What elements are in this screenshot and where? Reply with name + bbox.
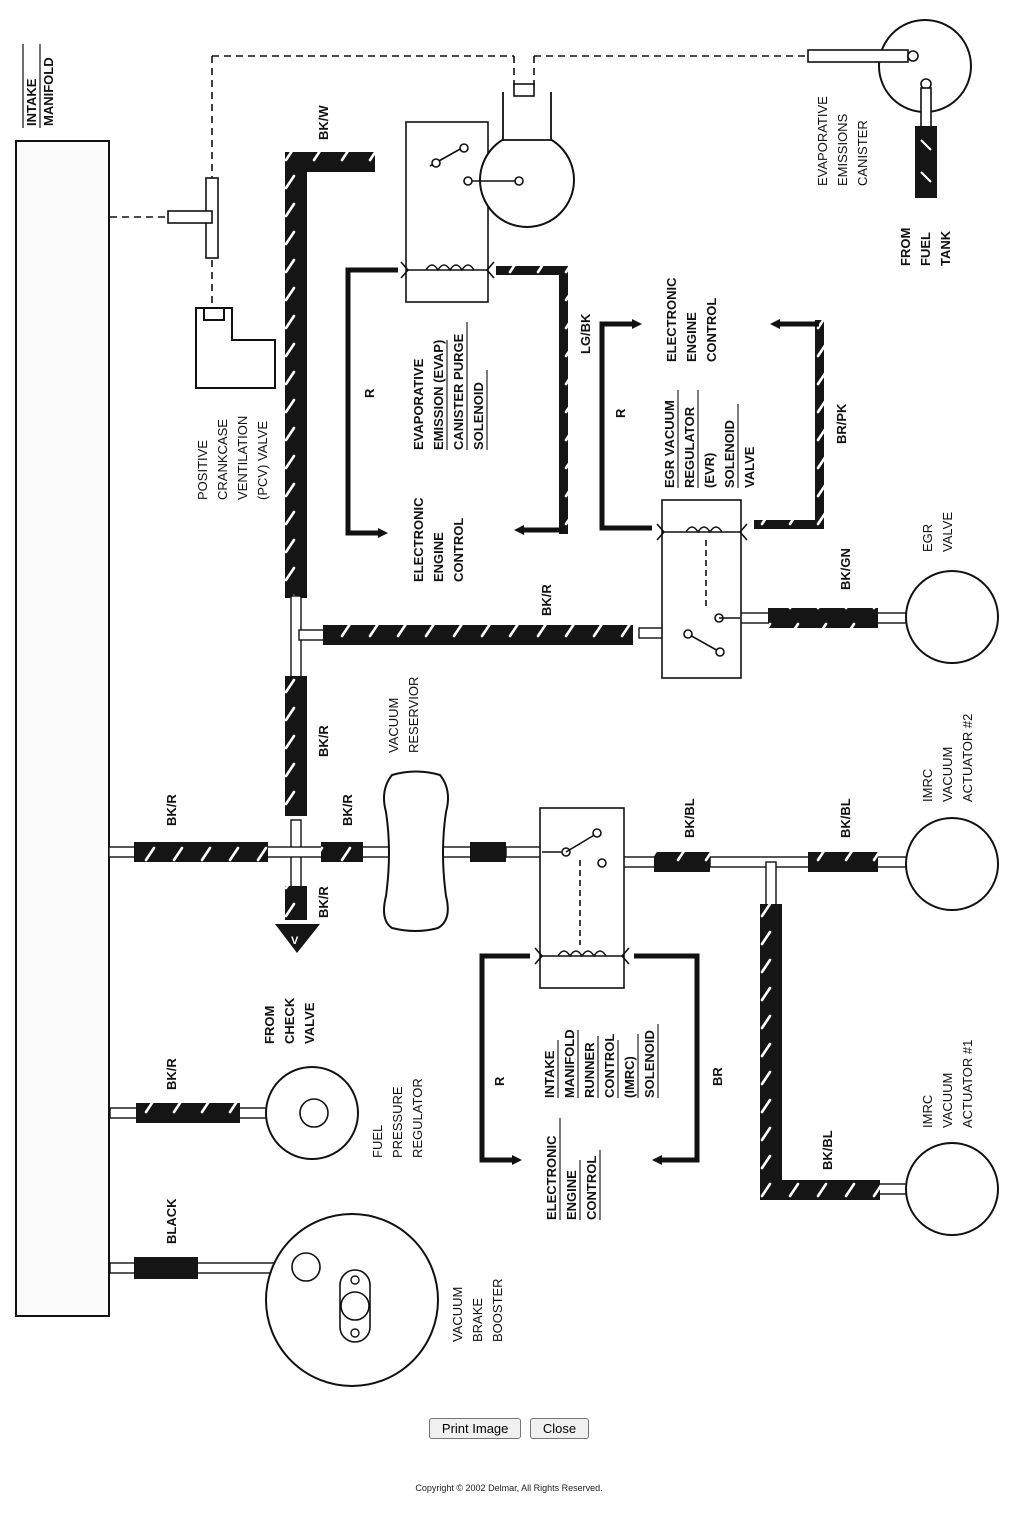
imrc-wire-r xyxy=(479,953,530,1165)
eec-imrc-underline xyxy=(559,1118,601,1220)
evr-wire-br-pk xyxy=(754,319,824,529)
hose-label-r-imrc: R xyxy=(492,1076,507,1086)
hose-label-r-evr: R xyxy=(613,408,628,418)
hose-bk-r-reservoir xyxy=(321,842,363,862)
vacuum-reservoir xyxy=(383,770,449,932)
from-check-valve-label: FROM CHECK VALVE xyxy=(262,994,317,1044)
hose-bk-r-check-valve xyxy=(285,886,307,920)
evap-purge-solenoid xyxy=(400,83,575,303)
copyright-footer: Copyright © 2002 Delmar, All Rights Rese… xyxy=(415,1483,603,1493)
hose-label-bk-r-check: BK/R xyxy=(316,886,331,918)
egr-valve xyxy=(905,570,999,664)
imrc-actuator-2 xyxy=(905,817,999,911)
hose-label-bk-r-manifold: BK/R xyxy=(164,794,179,826)
hose-label-r-evap: R xyxy=(362,388,377,398)
imrc-solenoid-label: INTAKE MANIFOLD RUNNER CONTROL (IMRC) SO… xyxy=(542,1026,657,1098)
hose-bk-bl-actuator2 xyxy=(808,852,878,872)
vacuum-brake-booster xyxy=(265,1213,439,1387)
hose-label-bk-r-vertical: BK/R xyxy=(316,725,331,757)
hose-label-br-pk: BR/PK xyxy=(834,403,849,444)
evr-solenoid-underline xyxy=(677,390,739,488)
evap-solenoid-label: EVAPORATIVE EMISSION (EVAP) CANISTER PUR… xyxy=(411,330,486,450)
pcv-tee-fitting xyxy=(167,177,219,259)
hose-label-bk-r-egr: BK/R xyxy=(539,584,554,616)
hose-bk-r-fuel-regulator xyxy=(136,1103,240,1123)
button-row: Print Image Close xyxy=(0,1418,1018,1439)
evap-canister xyxy=(807,19,972,198)
reservoir-connector xyxy=(470,842,506,862)
hose-label-bk-r-fuel: BK/R xyxy=(164,1058,179,1090)
close-button[interactable]: Close xyxy=(529,1418,590,1439)
eec-label-evap: ELECTRONIC ENGINE CONTROL xyxy=(411,494,466,582)
hose-bk-gn xyxy=(768,608,878,628)
hose-bk-r-manifold xyxy=(134,842,268,862)
hose-black xyxy=(134,1257,198,1279)
eec-label-evr: ELECTRONIC ENGINE CONTROL xyxy=(664,274,719,362)
hose-label-black: BLACK xyxy=(164,1198,179,1244)
vacuum-tubes xyxy=(108,595,911,1274)
imrc-actuator-1-label: IMRC VACUUM ACTUATOR #1 xyxy=(920,1040,975,1128)
print-image-button[interactable]: Print Image xyxy=(428,1418,522,1439)
hose-label-bk-w: BK/W xyxy=(316,105,331,140)
evr-wire-r xyxy=(599,319,652,531)
imrc-solenoid xyxy=(534,807,630,989)
pcv-valve-label: POSITIVE CRANKCASE VENTILATION (PCV) VAL… xyxy=(195,412,270,500)
hose-label-br: BR xyxy=(710,1067,725,1086)
imrc-actuator-1 xyxy=(905,1142,999,1236)
fuel-pressure-regulator xyxy=(265,1066,359,1160)
fuel-pressure-regulator-label: FUEL PRESSURE REGULATOR xyxy=(370,1078,425,1158)
egr-valve-label: EGR VALVE xyxy=(920,512,955,552)
svg-text:V: V xyxy=(291,935,299,947)
hose-label-bk-gn: BK/GN xyxy=(838,548,853,590)
evap-wire-lg-bk xyxy=(496,266,568,535)
hose-label-lg-bk: LG/BK xyxy=(578,313,593,354)
hose-label-bk-bl-solenoid: BK/BL xyxy=(682,798,697,838)
vacuum-reservoir-label: VACUUM RESERVIOR xyxy=(386,677,421,753)
imrc-actuator-2-label: IMRC VACUUM ACTUATOR #2 xyxy=(920,714,975,802)
evap-canister-label: EVAPORATIVE EMISSIONS CANISTER xyxy=(815,93,870,186)
from-fuel-tank-label: FROM FUEL TANK xyxy=(898,224,953,266)
hose-label-bk-bl-actuator1: BK/BL xyxy=(820,1130,835,1170)
hose-label-bk-r-reservoir: BK/R xyxy=(340,794,355,826)
imrc-wire-br xyxy=(634,953,700,1165)
eec-label-imrc: ELECTRONIC ENGINE CONTROL xyxy=(544,1132,599,1220)
evap-wire-r xyxy=(345,267,398,538)
hose-bk-r-egr xyxy=(323,625,633,645)
vacuum-brake-booster-label: VACUUM BRAKE BOOSTER xyxy=(450,1278,505,1342)
hose-bk-bl-actuator1 xyxy=(760,904,880,1200)
intake-manifold-label: INTAKE MANIFOLD xyxy=(24,57,56,126)
intake-manifold xyxy=(15,140,110,1317)
imrc-solenoid-underline xyxy=(557,1024,659,1098)
check-valve-symbol: V xyxy=(275,924,320,953)
hose-bk-bl-solenoid xyxy=(654,852,710,872)
hose-bk-r-vertical xyxy=(285,676,307,816)
hose-bk-w xyxy=(285,152,375,598)
pcv-valve xyxy=(195,307,276,389)
evap-solenoid-underline xyxy=(446,322,488,450)
evr-solenoid-label: EGR VACUUM REGULATOR (EVR) SOLENOID VALV… xyxy=(662,397,757,489)
evr-solenoid xyxy=(656,499,748,679)
hose-label-bk-bl-actuator2: BK/BL xyxy=(838,798,853,838)
